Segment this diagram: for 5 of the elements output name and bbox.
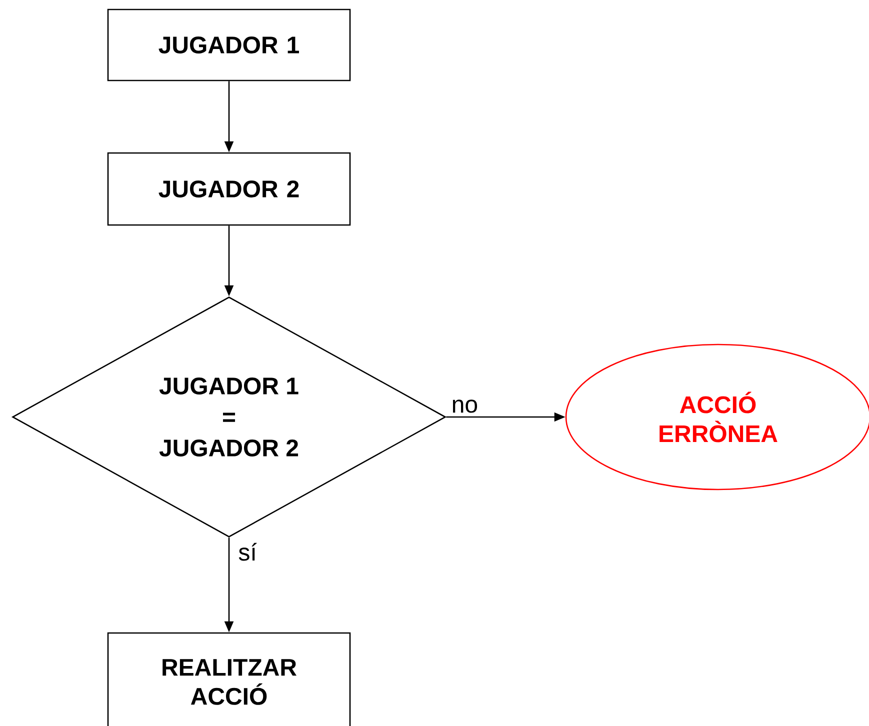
process-box: JUGADOR 1 xyxy=(107,8,351,82)
edge-label: sí xyxy=(237,542,258,562)
process-box: JUGADOR 2 xyxy=(107,152,351,226)
process-box: REALITZAR ACCIÓ xyxy=(107,632,351,726)
edge-label: no xyxy=(450,398,480,414)
